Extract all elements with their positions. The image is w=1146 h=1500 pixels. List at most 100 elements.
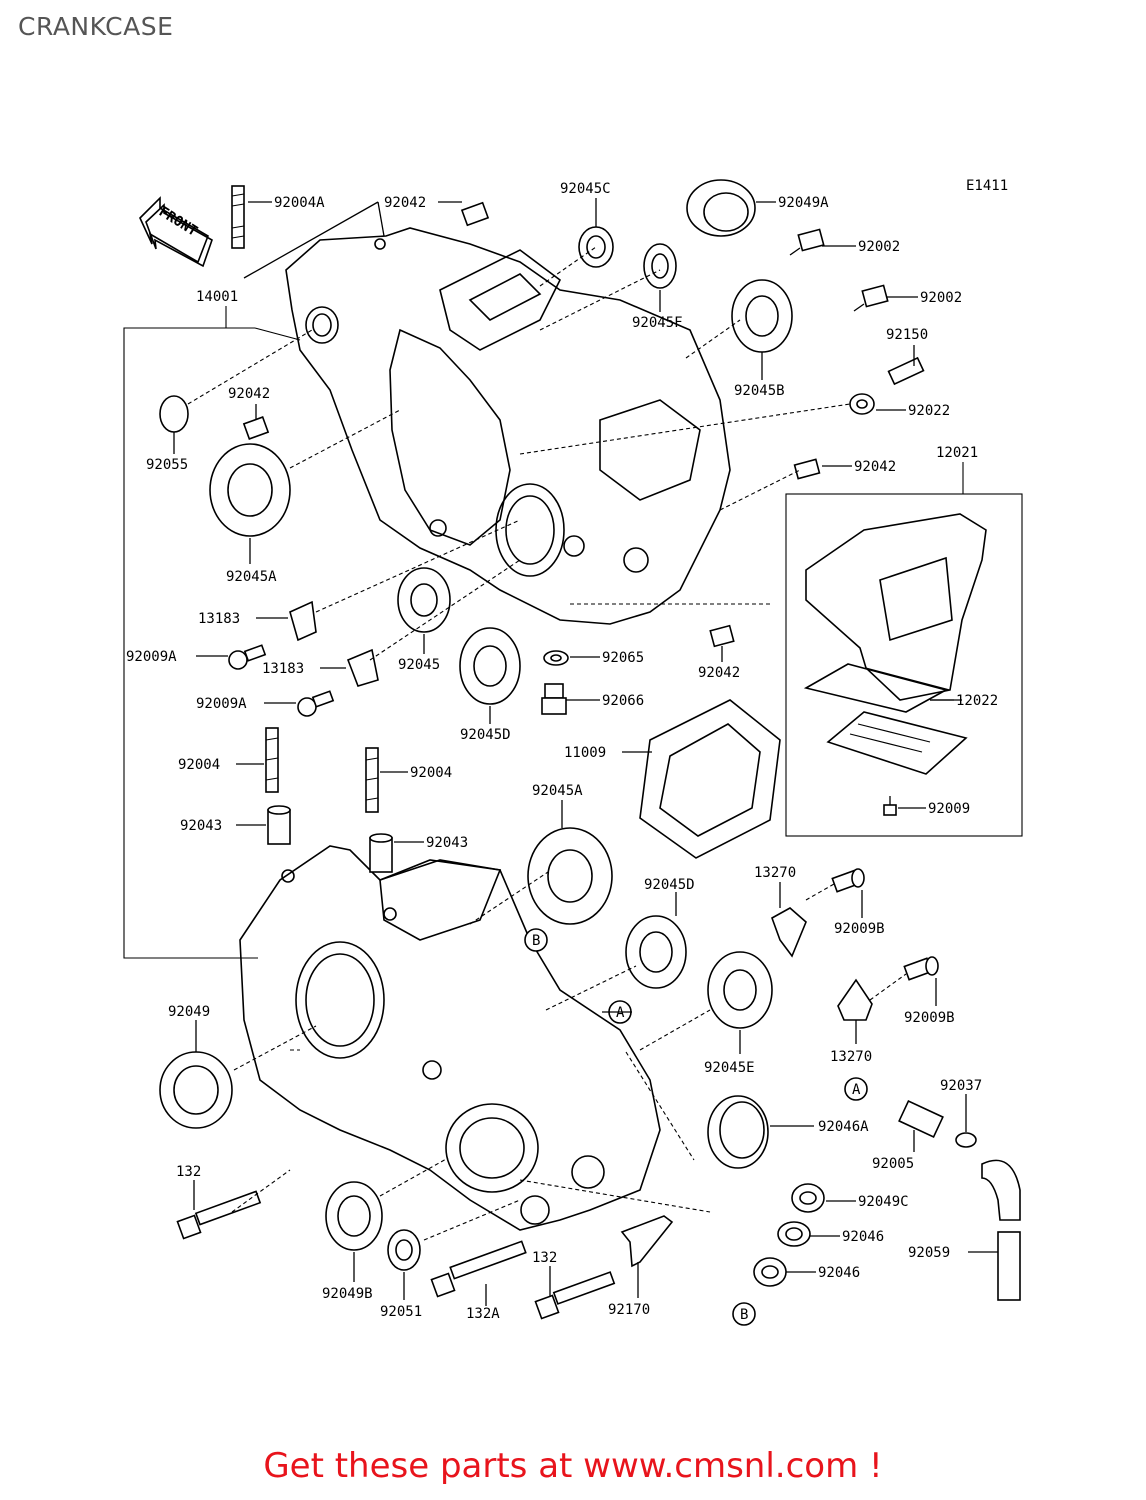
callout-92059: 92059	[908, 1245, 950, 1261]
bearing-92045D-top	[459, 627, 521, 705]
left-crankcase-half	[285, 227, 731, 625]
callout-92037: 92037	[940, 1078, 982, 1094]
callout-92170: 92170	[608, 1302, 650, 1318]
callout-92045D-mid: 92045D	[644, 877, 695, 893]
dowel-92042-lower	[709, 624, 735, 648]
callout-92009A-b: 92009A	[196, 696, 247, 712]
callout-92045F: 92045F	[632, 315, 683, 331]
alignment-lines	[187, 246, 907, 1241]
collar-92046-b	[753, 1257, 787, 1287]
bearing-92045E	[707, 951, 773, 1029]
callout-92042-lower: 92042	[698, 665, 740, 681]
callout-92004A: 92004A	[274, 195, 325, 211]
callout-92045C: 92045C	[560, 181, 611, 197]
callout-92065: 92065	[602, 650, 644, 666]
bolt-132-b	[534, 1271, 616, 1320]
leader-lines	[173, 198, 998, 1306]
marker-a-2: A	[844, 1077, 868, 1101]
fitting-92005	[898, 1099, 944, 1139]
bolt-132A	[430, 1240, 527, 1298]
bolt-92009B-a	[831, 868, 865, 893]
callout-92042-left: 92042	[228, 386, 270, 402]
screw-92009A-a	[228, 644, 267, 670]
callout-13183-a: 13183	[198, 611, 240, 627]
clamp-13183-b	[346, 648, 379, 687]
front-arrow-icon: FRONT	[139, 196, 213, 268]
fitting-92150	[887, 356, 925, 386]
callout-92049A: 92049A	[778, 195, 829, 211]
reed-petal-plate	[803, 663, 968, 775]
stud-92004A	[231, 185, 245, 249]
bearing-92045F	[643, 243, 677, 289]
callout-92022: 92022	[908, 403, 950, 419]
callout-12022: 12022	[956, 693, 998, 709]
bracket-13270-a	[771, 907, 807, 958]
bracket-14001	[123, 306, 301, 959]
right-crankcase-half	[239, 845, 661, 1231]
bearing-92045	[397, 567, 451, 633]
callout-12021: 12021	[936, 445, 978, 461]
callout-92046-a: 92046	[842, 1229, 884, 1245]
bearing-92045D-mid	[625, 915, 687, 989]
callout-92009B-b: 92009B	[904, 1010, 955, 1026]
dowel-92042-top	[460, 201, 490, 227]
callout-13183-b: 13183	[262, 661, 304, 677]
callout-92042-right: 92042	[854, 459, 896, 475]
gasket-11009	[639, 699, 781, 859]
marker-b-1: B	[524, 928, 548, 952]
callout-92049C: 92049C	[858, 1194, 909, 1210]
marker-a-1-text: A	[616, 1005, 625, 1021]
callout-132-a: 132	[176, 1164, 201, 1180]
callout-92009A-a: 92009A	[126, 649, 177, 665]
marker-b-2: B	[732, 1302, 756, 1326]
stud-92004-a	[265, 727, 279, 793]
bearing-92045A-top	[209, 443, 291, 537]
callout-92043-b: 92043	[426, 835, 468, 851]
screw-92009A-b	[297, 690, 335, 717]
callout-92045A-top: 92045A	[226, 569, 277, 585]
callout-92005: 92005	[872, 1156, 914, 1172]
oil-seal-92049	[159, 1051, 233, 1129]
callout-92004-b: 92004	[410, 765, 452, 781]
callout-92045D-top: 92045D	[460, 727, 511, 743]
collar-92046A	[707, 1095, 769, 1169]
reed-screw-92009	[883, 796, 897, 816]
footer-cta-link[interactable]: Get these parts at www.cmsnl.com !	[263, 1446, 883, 1486]
seal-92049C	[791, 1183, 825, 1213]
page-title: CRANKCASE	[18, 12, 174, 41]
callout-13270-b: 13270	[830, 1049, 872, 1065]
hose-92059	[981, 1159, 1021, 1301]
marker-b-1-text: B	[532, 933, 540, 949]
bearing-92045C	[578, 226, 614, 268]
callout-11009: 11009	[564, 745, 606, 761]
callout-92046A: 92046A	[818, 1119, 869, 1135]
callout-92045B: 92045B	[734, 383, 785, 399]
washer-92022	[849, 393, 875, 415]
callout-92150: 92150	[886, 327, 928, 343]
o-ring-92055	[159, 395, 189, 433]
callout-92009B-a: 92009B	[834, 921, 885, 937]
callout-92049B: 92049B	[322, 1286, 373, 1302]
callout-92009: 92009	[928, 801, 970, 817]
seal-92051	[387, 1229, 421, 1271]
clamp-92170	[620, 1215, 674, 1268]
callout-14001: 14001	[196, 289, 238, 305]
clip-92037	[955, 1132, 977, 1148]
diagram-code: E1411	[966, 178, 1008, 194]
callout-13270-a: 13270	[754, 865, 796, 881]
bolt-92002-b	[853, 284, 889, 312]
bolt-132-a	[176, 1190, 262, 1240]
callout-92045: 92045	[398, 657, 440, 673]
clamp-13183-a	[289, 600, 317, 642]
seal-92049B	[325, 1181, 383, 1251]
callout-92045A-mid: 92045A	[532, 783, 583, 799]
callout-132A: 132A	[466, 1306, 500, 1322]
marker-a-2-text: A	[852, 1082, 861, 1098]
dowel-92042-right	[793, 458, 821, 480]
callout-92066: 92066	[602, 693, 644, 709]
callout-132-b: 132	[532, 1250, 557, 1266]
callout-92055: 92055	[146, 457, 188, 473]
bracket-13270-b	[837, 978, 873, 1021]
dowel-92043-a	[267, 805, 291, 845]
oil-seal-92049A	[686, 179, 756, 237]
